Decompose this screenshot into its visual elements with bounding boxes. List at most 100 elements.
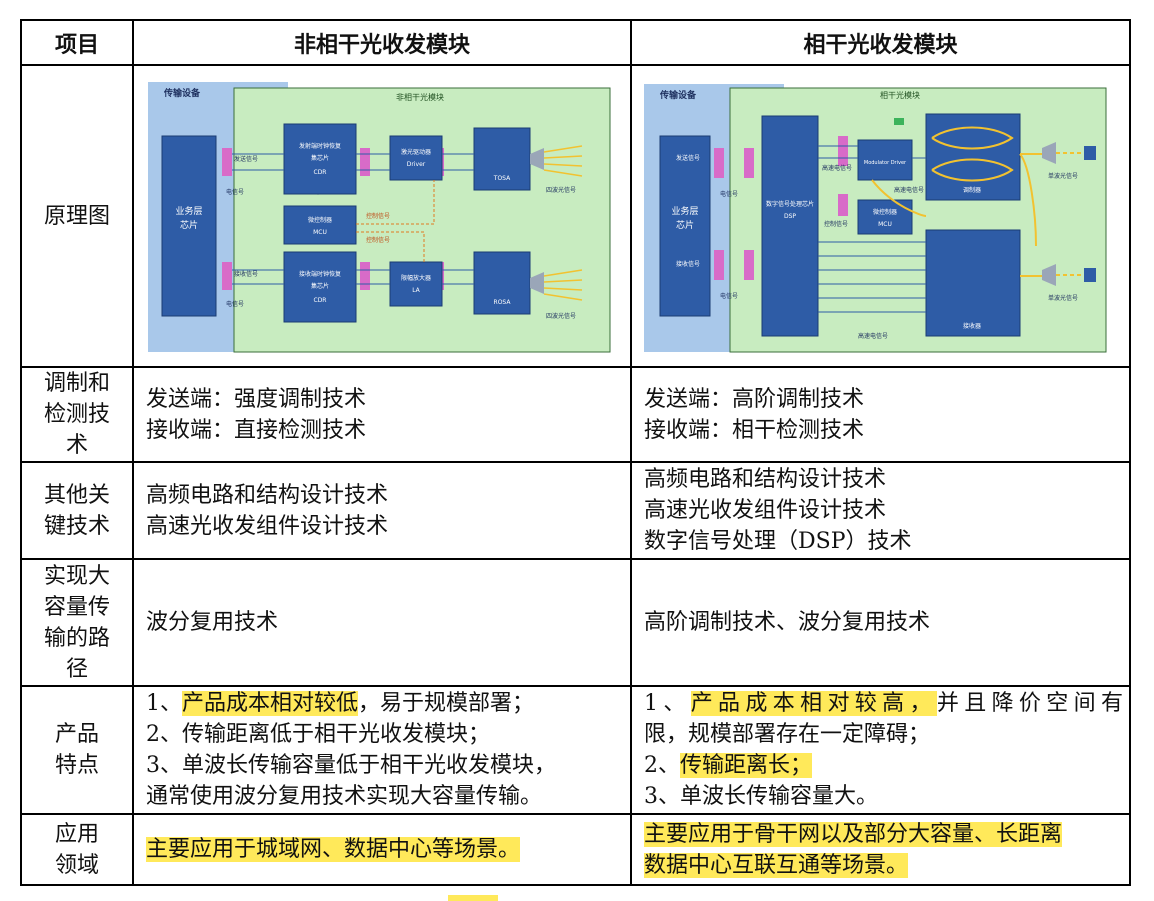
tx-cdr-text-3: CDR	[314, 169, 327, 176]
text-line: 发送端：强度调制技术	[146, 386, 367, 412]
rx-signal-label: 接收信号	[234, 270, 258, 278]
label-line: 领域	[54, 852, 99, 878]
rx-fiber-connector	[1042, 264, 1056, 286]
diagram-coherent: 传输设备 相干光模块 业务层 芯片 发送信号 接收信号 电信号 电信号 数字信号…	[642, 76, 1120, 356]
bottom-highlight-fragment	[448, 895, 498, 901]
label-line: 应用	[54, 821, 99, 847]
label-line: 键技术	[43, 513, 110, 539]
service-chip-label: 业务层	[175, 205, 202, 217]
header-noncoherent: 非相干光收发模块	[132, 19, 632, 66]
mcu-text-2: MCU	[313, 229, 327, 236]
tx-signal-label: 发送信号	[234, 155, 258, 163]
text-line: 主要应用于骨干网以及部分大容量、长距离	[644, 819, 1123, 850]
service-chip-label-2: 芯片	[676, 219, 694, 231]
row-other-tech: 其他关 键技术 高频电路和结构设计技术 高速光收发组件设计技术 高频电路和结构设…	[20, 461, 1131, 560]
text-span: ，易于规模部署；	[358, 691, 535, 716]
label-other-tech: 其他关 键技术	[20, 461, 134, 560]
elec-label-2: 电信号	[720, 292, 738, 300]
control-signal: 控制信号	[824, 220, 848, 228]
control-signal-1: 控制信号	[366, 212, 390, 220]
driver-text-2: Driver	[407, 161, 426, 168]
text-line: 1、产品成本相对较低，易于规模部署；	[146, 688, 624, 719]
tx-signal-label: 发送信号	[676, 154, 700, 162]
path-coherent: 高阶调制技术、波分复用技术	[630, 558, 1131, 687]
label-features: 产品 特点	[20, 685, 134, 815]
text-line: 数字信号处理（DSP）技术	[644, 529, 912, 554]
text-line-justified: 1、产品成本相对较高，并且降价空间有	[644, 688, 1123, 719]
hs-signal-2: 高速电信号	[894, 186, 924, 194]
comparison-table: 项目 非相干光收发模块 相干光收发模块 原理图 传输设备 非相干光模块 业务层 …	[20, 19, 1131, 886]
highlight-high-cost: 产品成本相对较高，	[690, 691, 937, 716]
mcu-text-1: 微控制器	[873, 208, 897, 216]
header-item: 项目	[20, 19, 134, 66]
text-line: 高速光收发组件设计技术	[644, 498, 887, 523]
module-label: 相干光模块	[880, 90, 920, 100]
elec-label-3: 电信号	[226, 300, 244, 308]
text-line: 数据中心互联互通等场景。	[644, 850, 1123, 881]
rosa-block	[473, 251, 531, 315]
driver-text-1: 激光驱动器	[401, 148, 431, 156]
text-span: 1、	[146, 691, 182, 716]
la-text-1: 限幅放大器	[401, 274, 431, 282]
row-application: 应用 领域 主要应用于城域网、数据中心等场景。 主要应用于骨干网以及部分大容量、…	[20, 813, 1131, 886]
tx-cdr-block	[283, 123, 357, 195]
label-line: 其他关	[43, 482, 110, 508]
hs-signal-1: 高速电信号	[822, 164, 852, 172]
label-modulation: 调制和 检测技 术	[20, 366, 134, 463]
label-line: 容量传	[43, 594, 110, 620]
row-modulation: 调制和 检测技 术 发送端：强度调制技术 接收端：直接检测技术 发送端：高阶调制…	[20, 366, 1131, 463]
highlight-long-distance: 传输距离长；	[680, 753, 813, 778]
elec-label-1: 电信号	[720, 190, 738, 198]
dsp-text-1: 数字信号处理芯片	[766, 200, 814, 208]
label-line: 输的路	[43, 625, 110, 651]
label-line: 调制和	[43, 371, 110, 396]
rx-optical-label: 四波光信号	[546, 312, 576, 320]
label-line: 径	[65, 656, 88, 682]
header-coherent: 相干光收发模块	[630, 19, 1131, 66]
highlight-application-1: 主要应用于城域网、数据中心等场景。	[146, 837, 521, 862]
label-application: 应用 领域	[20, 813, 134, 886]
rx-cdr-block	[283, 251, 357, 323]
modulation-noncoherent: 发送端：强度调制技术 接收端：直接检测技术	[132, 366, 632, 463]
la-text-2: LA	[412, 287, 420, 294]
label-line: 产品	[54, 722, 99, 747]
row-principle: 原理图 传输设备 非相干光模块 业务层 芯片 发送信号 接收信号 电	[20, 64, 1131, 368]
hs-signal-3: 高速电信号	[858, 332, 888, 340]
text-line: 接收端：相干检测技术	[644, 417, 865, 443]
mcu-text-2: MCU	[878, 221, 892, 228]
tx-fiber-connector	[530, 148, 544, 170]
modulator-text: 调制器	[963, 186, 981, 194]
text-line: 接收端：直接检测技术	[146, 417, 367, 443]
diagram-noncoherent-cell: 传输设备 非相干光模块 业务层 芯片 发送信号 接收信号 电信号 电信号 电信号…	[132, 64, 632, 368]
service-chip	[659, 135, 711, 317]
text-line: 2、传输距离长；	[644, 750, 1123, 781]
mcu-text-1: 微控制器	[308, 216, 332, 224]
receiver-text: 接收器	[963, 322, 981, 330]
diagram-noncoherent: 传输设备 非相干光模块 业务层 芯片 发送信号 接收信号 电信号 电信号 电信号…	[146, 78, 618, 354]
label-line: 检测技	[43, 402, 110, 427]
application-noncoherent: 主要应用于城域网、数据中心等场景。	[132, 813, 632, 886]
application-coherent: 主要应用于骨干网以及部分大容量、长距离 数据中心互联互通等场景。	[630, 813, 1131, 886]
text-line: 高频电路和结构设计技术	[146, 482, 389, 508]
dsp-block	[761, 115, 819, 337]
transmission-device-label: 传输设备	[163, 87, 201, 99]
tosa-text: TOSA	[493, 175, 511, 182]
label-line: 特点	[54, 753, 99, 778]
row-features: 产品 特点 1、产品成本相对较低，易于规模部署； 2、传输距离低于相干光收发模块…	[20, 685, 1131, 815]
driver-block	[389, 135, 443, 181]
tosa-block	[473, 127, 531, 191]
other-tech-coherent: 高频电路和结构设计技术 高速光收发组件设计技术 数字信号处理（DSP）技术	[630, 461, 1131, 560]
text-line: 2、传输距离低于相干光收发模块；	[146, 722, 490, 747]
rx-cdr-text-3: CDR	[314, 297, 327, 304]
service-chip-label-2: 芯片	[180, 219, 198, 231]
text-line: 3、单波长传输容量大。	[644, 784, 878, 809]
mcu-block	[283, 205, 357, 245]
elec-label-1: 电信号	[226, 188, 244, 196]
text-span: 2、	[644, 753, 680, 778]
service-chip	[161, 135, 217, 317]
transmission-device-label: 传输设备	[659, 89, 697, 101]
dsp-text-2: DSP	[784, 213, 796, 220]
features-coherent: 1、产品成本相对较高，并且降价空间有 限，规模部署存在一定障碍； 2、传输距离长…	[630, 685, 1131, 815]
module-label: 非相干光模块	[396, 92, 444, 102]
la-block	[389, 261, 443, 307]
